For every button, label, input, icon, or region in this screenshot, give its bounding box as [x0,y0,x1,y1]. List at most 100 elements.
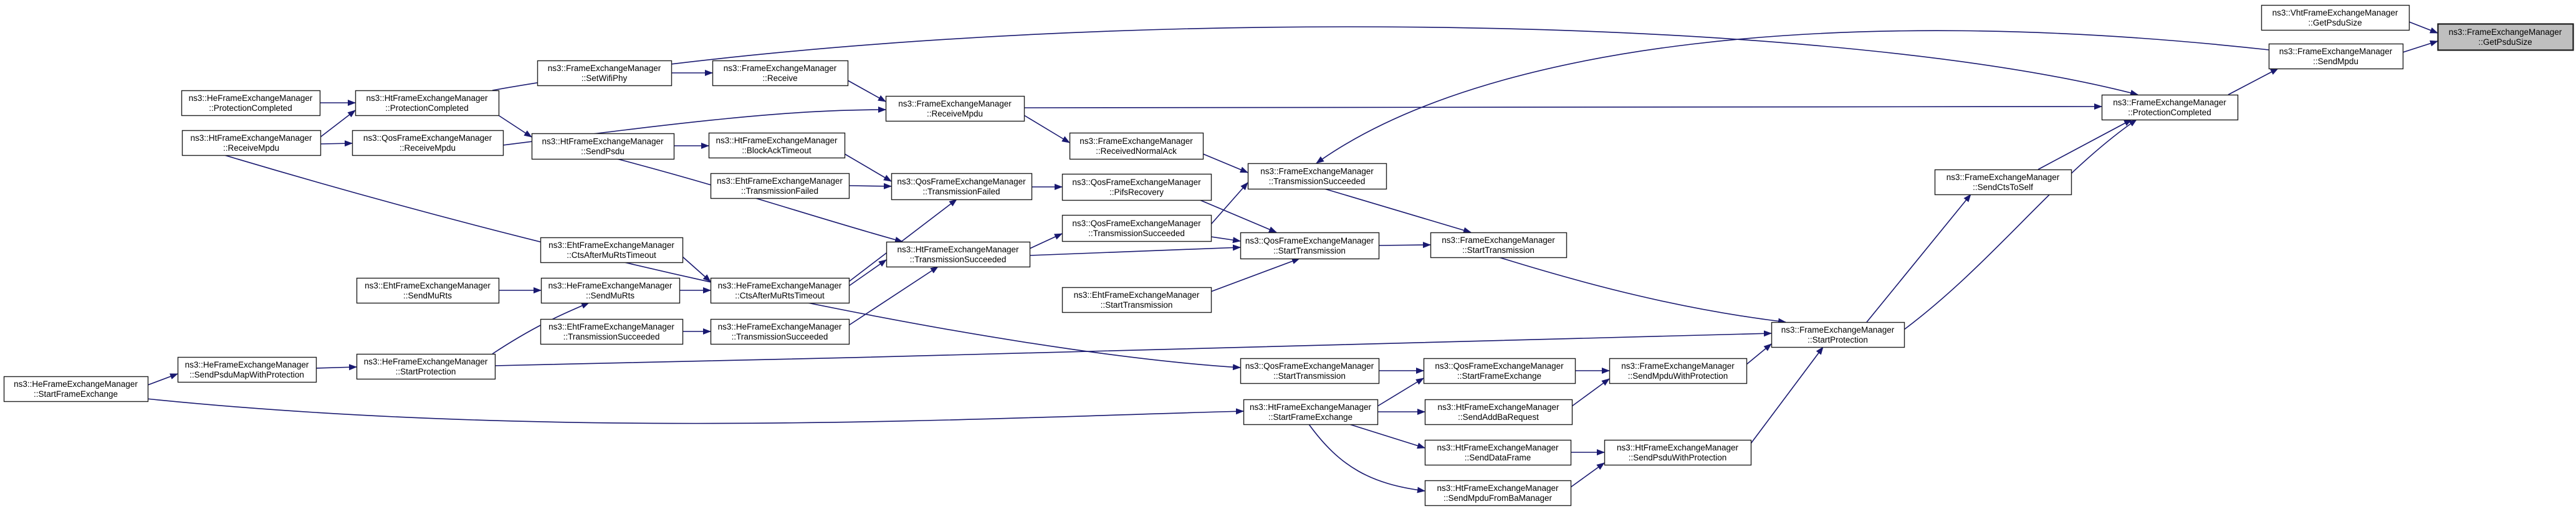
node-box[interactable] [1243,399,1379,426]
node-box[interactable] [1771,321,1905,348]
node-box[interactable] [712,60,849,87]
node-class-label: ns3::HtFrameExchangeManager [716,136,838,145]
node-fem-start-protection[interactable]: ns3::FrameExchangeManager::StartProtecti… [1771,321,1905,348]
node-box[interactable] [355,90,500,117]
node-method-label: ::TransmissionSucceeded [732,332,828,341]
node-qos-transmission-succeeded[interactable]: ns3::QosFrameExchangeManager::Transmissi… [1061,214,1212,242]
node-box[interactable] [1061,173,1212,201]
node-qos-start-transmission-lower[interactable]: ns3::QosFrameExchangeManager::StartTrans… [1240,358,1380,384]
node-box-highlighted[interactable] [2437,23,2574,51]
node-box[interactable] [356,353,496,380]
node-he-send-mu-rts[interactable]: ns3::HeFrameExchangeManager::SendMuRts [540,277,681,304]
node-ht-send-add-ba-request[interactable]: ns3::HtFrameExchangeManager::SendAddBaRe… [1424,399,1573,426]
node-fem-send-mpdu-with-protection[interactable]: ns3::FrameExchangeManager::SendMpduWithP… [1609,358,1748,384]
node-qos-transmission-failed[interactable]: ns3::QosFrameExchangeManager::Transmissi… [891,173,1033,201]
node-box[interactable] [1247,163,1387,190]
node-box[interactable] [1934,169,2072,196]
node-fem-send-cts-to-self[interactable]: ns3::FrameExchangeManager::SendCtsToSelf [1934,169,2072,196]
node-he-start-frame-exchange[interactable]: ns3::HeFrameExchangeManager::StartFrameE… [3,376,149,402]
node-box[interactable] [885,95,1025,122]
node-box[interactable] [891,173,1033,201]
node-box[interactable] [1240,358,1380,384]
node-method-label: ::Receive [762,74,797,83]
node-ht-transmission-succeeded[interactable]: ns3::HtFrameExchangeManager::Transmissio… [886,241,1031,268]
node-box[interactable] [2268,43,2404,70]
node-he-transmission-succeeded[interactable]: ns3::HeFrameExchangeManager::Transmissio… [710,318,850,345]
node-box[interactable] [1424,399,1573,426]
node-ht-send-mpdu-from-ba-manager[interactable]: ns3::HtFrameExchangeManager::SendMpduFro… [1424,480,1572,507]
node-fem-protection-completed[interactable]: ns3::FrameExchangeManager::ProtectionCom… [2101,94,2239,121]
node-box[interactable] [710,173,850,199]
node-box[interactable] [1061,214,1212,242]
node-fem-receive-mpdu[interactable]: ns3::FrameExchangeManager::ReceiveMpdu [885,95,1025,122]
node-box[interactable] [537,60,673,87]
edge-vhtGetPsduSize-to-femGetPsduSize [2408,21,2438,34]
node-box[interactable] [1061,287,1212,313]
node-fem-get-psdu-size[interactable]: ns3::FrameExchangeManager::GetPsduSize [2437,23,2574,51]
node-method-label: ::SendCtsToSelf [1973,183,2033,192]
node-box[interactable] [177,356,317,383]
node-box[interactable] [1604,439,1752,466]
node-he-send-psdu-map-with-protection[interactable]: ns3::HeFrameExchangeManager::SendPsduMap… [177,356,317,383]
node-class-label: ns3::FrameExchangeManager [1946,173,2060,182]
node-method-label: ::StartFrameExchange [1268,412,1353,422]
node-eht-cts-after-mu-rts-timeout[interactable]: ns3::EhtFrameExchangeManager::CtsAfterMu… [540,237,684,264]
node-eht-transmission-failed[interactable]: ns3::EhtFrameExchangeManager::Transmissi… [710,173,850,199]
node-method-label: ::ProtectionCompleted [385,103,469,113]
node-he-cts-after-mu-rts-timeout[interactable]: ns3::HeFrameExchangeManager::CtsAfterMuR… [710,277,850,304]
node-fem-received-normal-ack[interactable]: ns3::FrameExchangeManager::ReceivedNorma… [1069,132,1204,160]
node-box[interactable] [710,318,850,345]
node-box[interactable] [710,277,850,304]
node-fem-send-mpdu[interactable]: ns3::FrameExchangeManager::SendMpdu [2268,43,2404,70]
node-ht-send-psdu[interactable]: ns3::HtFrameExchangeManager::SendPsdu [531,133,675,160]
node-box[interactable] [540,318,684,345]
node-box[interactable] [1424,480,1572,507]
node-eht-transmission-succeeded[interactable]: ns3::EhtFrameExchangeManager::Transmissi… [540,318,684,345]
node-class-label: ns3::HtFrameExchangeManager [1250,402,1372,412]
node-box[interactable] [1240,232,1380,260]
node-ht-send-psdu-with-protection[interactable]: ns3::HtFrameExchangeManager::SendPsduWit… [1604,439,1752,466]
node-box[interactable] [708,132,846,159]
node-box[interactable] [540,237,684,264]
node-class-label: ns3::FrameExchangeManager [1621,361,1735,371]
node-fem-set-wifi-phy[interactable]: ns3::FrameExchangeManager::SetWifiPhy [537,60,673,87]
node-box[interactable] [1430,232,1568,259]
node-box[interactable] [3,376,149,402]
node-fem-receive[interactable]: ns3::FrameExchangeManager::Receive [712,60,849,87]
node-ht-start-frame-exchange[interactable]: ns3::HtFrameExchangeManager::StartFrameE… [1243,399,1379,426]
node-box[interactable] [540,277,681,304]
node-qos-start-frame-exchange[interactable]: ns3::QosFrameExchangeManager::StartFrame… [1423,358,1576,384]
edge-htReceiveMpdu-to-qosStartTransmissionBottom [224,155,1241,371]
node-ht-block-ack-timeout[interactable]: ns3::HtFrameExchangeManager::BlockAckTim… [708,132,846,159]
node-box[interactable] [356,277,500,304]
node-qos-pifs-recovery[interactable]: ns3::QosFrameExchangeManager::PifsRecove… [1061,173,1212,201]
edge-femSendMpdu-to-femGetPsduSize [2402,40,2438,53]
node-method-label: ::TransmissionSucceeded [563,332,660,341]
node-he-start-protection[interactable]: ns3::HeFrameExchangeManager::StartProtec… [356,353,496,380]
node-box[interactable] [181,130,322,156]
edge-qosTransmissionSucceeded-to-femTransmissionSucceeded [1210,182,1248,225]
node-class-label: ns3::HtFrameExchangeManager [190,133,312,143]
node-ht-receive-mpdu[interactable]: ns3::HtFrameExchangeManager::ReceiveMpdu [181,130,322,156]
node-ht-protection-completed[interactable]: ns3::HtFrameExchangeManager::ProtectionC… [355,90,500,117]
node-box[interactable] [1423,358,1576,384]
node-box[interactable] [886,241,1031,268]
node-box[interactable] [181,90,321,117]
node-he-protection-completed[interactable]: ns3::HeFrameExchangeManager::ProtectionC… [181,90,321,117]
node-box[interactable] [1069,132,1204,160]
node-box[interactable] [531,133,675,160]
node-box[interactable] [2261,4,2410,31]
node-eht-send-mu-rts[interactable]: ns3::EhtFrameExchangeManager::SendMuRts [356,277,500,304]
node-ht-send-data-frame[interactable]: ns3::HtFrameExchangeManager::SendDataFra… [1424,439,1572,466]
node-box[interactable] [1424,439,1572,466]
node-eht-start-transmission[interactable]: ns3::EhtFrameExchangeManager::StartTrans… [1061,287,1212,313]
node-qos-start-transmission-upper[interactable]: ns3::QosFrameExchangeManager::StartTrans… [1240,232,1380,260]
node-box[interactable] [1609,358,1748,384]
node-vht-get-psdu-size[interactable]: ns3::VhtFrameExchangeManager::GetPsduSiz… [2261,4,2410,31]
node-fem-transmission-succeeded[interactable]: ns3::FrameExchangeManager::TransmissionS… [1247,163,1387,190]
node-layer: ns3::HeFrameExchangeManager::StartFrameE… [3,4,2574,507]
node-box[interactable] [352,130,504,156]
node-fem-start-transmission[interactable]: ns3::FrameExchangeManager::StartTransmis… [1430,232,1568,259]
node-qos-receive-mpdu[interactable]: ns3::QosFrameExchangeManager::ReceiveMpd… [352,130,504,156]
node-box[interactable] [2101,94,2239,121]
